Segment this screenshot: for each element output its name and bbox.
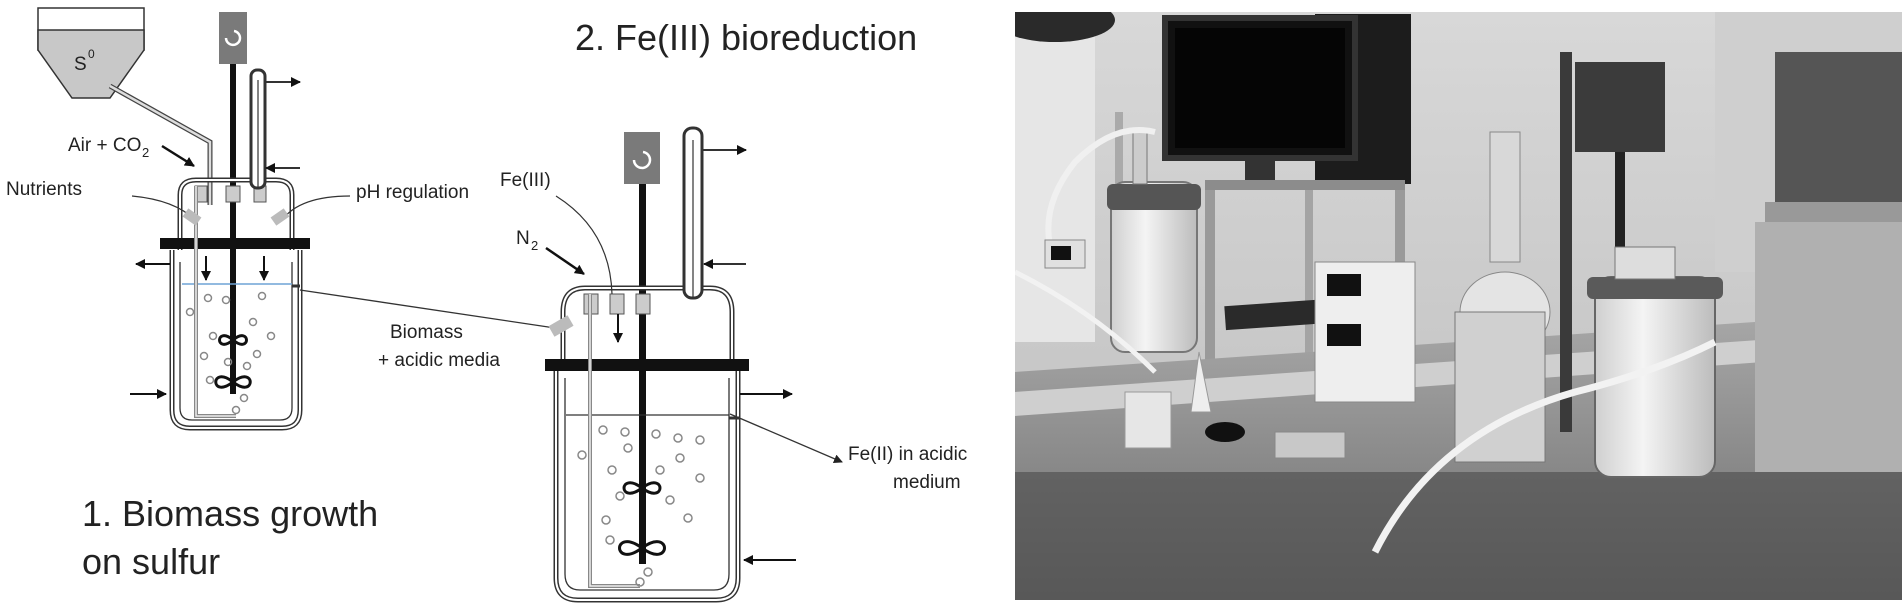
fe3-label: Fe(III) (500, 170, 551, 191)
sulfur-superscript: 0 (88, 47, 95, 61)
flange-2 (545, 359, 749, 371)
biomass-label-line2: + acidic media (378, 350, 500, 371)
reactor-1-photo (1045, 112, 1201, 353)
n2-label: N (516, 228, 530, 249)
reactor-1: S 0 (6, 7, 556, 582)
ph-regulation-label: pH regulation (356, 182, 469, 203)
rotation-icon (224, 29, 242, 47)
reactor-2-photo (1560, 52, 1723, 478)
bioreactor-process-diagram: S 0 (6, 7, 967, 603)
nutrients-label: Nutrients (6, 179, 82, 200)
flange-1 (160, 238, 310, 249)
motor-2 (624, 132, 660, 184)
motor-1 (219, 12, 247, 64)
mouse (1205, 422, 1245, 442)
air-co2-subscript: 2 (142, 145, 149, 160)
lab-setup-photo (1015, 12, 1902, 600)
lamp (1015, 12, 1115, 42)
fe2-label-line1: Fe(II) in acidic (848, 444, 967, 465)
sulfur-hopper: S 0 (37, 7, 213, 205)
n2-subscript: 2 (531, 238, 538, 253)
stage-2-title: 2. Fe(III) bioreduction (575, 17, 917, 58)
biomass-label-line1: Biomass (390, 322, 463, 343)
sulfur-label: S (74, 54, 87, 75)
fe2-label-line2: medium (893, 472, 961, 493)
stage-1-title-line2: on sulfur (82, 541, 220, 582)
rotation-icon (632, 150, 652, 170)
reactor-2: 2. Fe(III) bioreduction (500, 17, 967, 603)
air-co2-label: Air + CO (68, 135, 141, 156)
shaft-1 (230, 64, 236, 394)
stage-1-title-line1: 1. Biomass growth (82, 493, 378, 534)
shaft-2 (639, 184, 646, 564)
overhead-stirrer (1575, 62, 1665, 152)
